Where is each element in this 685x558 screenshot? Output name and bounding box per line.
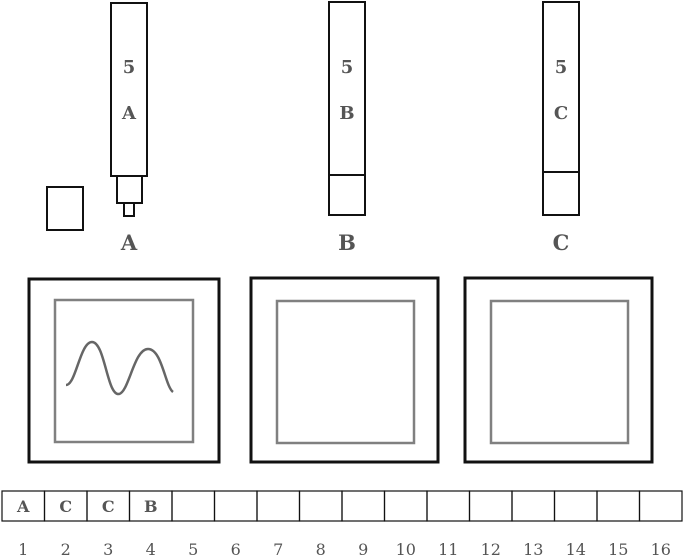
pen-b-caption: B [338,230,356,255]
strip-cell: A1 [1,490,46,558]
wave-drawing [65,340,174,396]
strip-cell-box [383,490,428,522]
strip-cell-box [596,490,641,522]
strip-cell: 12 [468,490,513,558]
screen-2-inner-frame [275,299,416,445]
screen-2 [249,276,440,464]
strip-cell: 6 [213,490,258,558]
strip-cell-number: 7 [273,540,283,558]
strip-cell: B4 [128,490,173,558]
strip-cell-number: 4 [146,540,156,558]
pen-c-letter: C [554,103,568,124]
pen-b: 5 B [328,1,366,216]
screen-3-outer-frame [463,276,654,464]
strip-cell: C2 [43,490,88,558]
strip-cell-number: 2 [61,540,71,558]
strip-cell: 9 [341,490,386,558]
screen-3-inner-frame [489,299,630,445]
strip-cell-box [638,490,683,522]
strip-cell-number: 1 [18,540,28,558]
strip-cell-number: 15 [608,540,628,558]
pen-c-body [542,1,580,216]
pen-a-cap [46,186,84,231]
pen-c-number: 5 [555,57,568,78]
strip-cell-box [341,490,386,522]
screen-3 [463,276,654,464]
pen-b-letter: B [339,103,354,124]
strip-cell-number: 3 [103,540,113,558]
strip-cell-box [468,490,513,522]
strip-cell-number: 14 [566,540,586,558]
strip-cell-number: 9 [358,540,368,558]
pen-a: 5 A [110,2,148,217]
screen-1-inner-frame [53,298,195,444]
strip-cell-box [171,490,216,522]
strip-cell: 5 [171,490,216,558]
pen-a-tip [123,202,135,217]
strip-cell: 11 [426,490,471,558]
strip-cell-number: 13 [523,540,543,558]
strip-cell-letter: B [144,497,158,516]
strip-cell: C3 [86,490,131,558]
strip-cell-box [256,490,301,522]
strip-cell-number: 11 [438,540,458,558]
strip-cell-box [426,490,471,522]
pen-b-body [328,1,366,216]
strip-cell: 10 [383,490,428,558]
strip-cell-letter: C [59,497,72,516]
strip-cell-number: 5 [188,540,198,558]
strip-cell: 13 [511,490,556,558]
strip-cell-letter: C [102,497,115,516]
strip-cell-box [298,490,343,522]
strip-cell-box [511,490,556,522]
strip-cell-number: 12 [481,540,501,558]
strip-cell: 8 [298,490,343,558]
pen-c-caption: C [553,230,570,255]
pen-a-tip-holder [116,175,143,204]
pen-b-number: 5 [341,57,354,78]
strip-cell-number: 16 [651,540,671,558]
strip-cell-number: 8 [316,540,326,558]
strip-cell-number: 10 [396,540,416,558]
strip-cell-box [213,490,258,522]
strip-cell: 15 [596,490,641,558]
pen-a-caption: A [120,230,138,255]
pen-a-number: 5 [123,57,136,78]
strip-cell-number: 6 [231,540,241,558]
pen-a-body [110,2,148,177]
strip-cell-box [553,490,598,522]
strip-cell: 14 [553,490,598,558]
screen-1 [27,277,221,464]
screen-1-outer-frame [27,277,221,464]
pen-c: 5 C [542,1,580,216]
screen-2-outer-frame [249,276,440,464]
strip-cell: 16 [638,490,683,558]
strip-cell-letter: A [16,497,30,516]
strip-cell: 7 [256,490,301,558]
pen-a-letter: A [121,103,137,124]
